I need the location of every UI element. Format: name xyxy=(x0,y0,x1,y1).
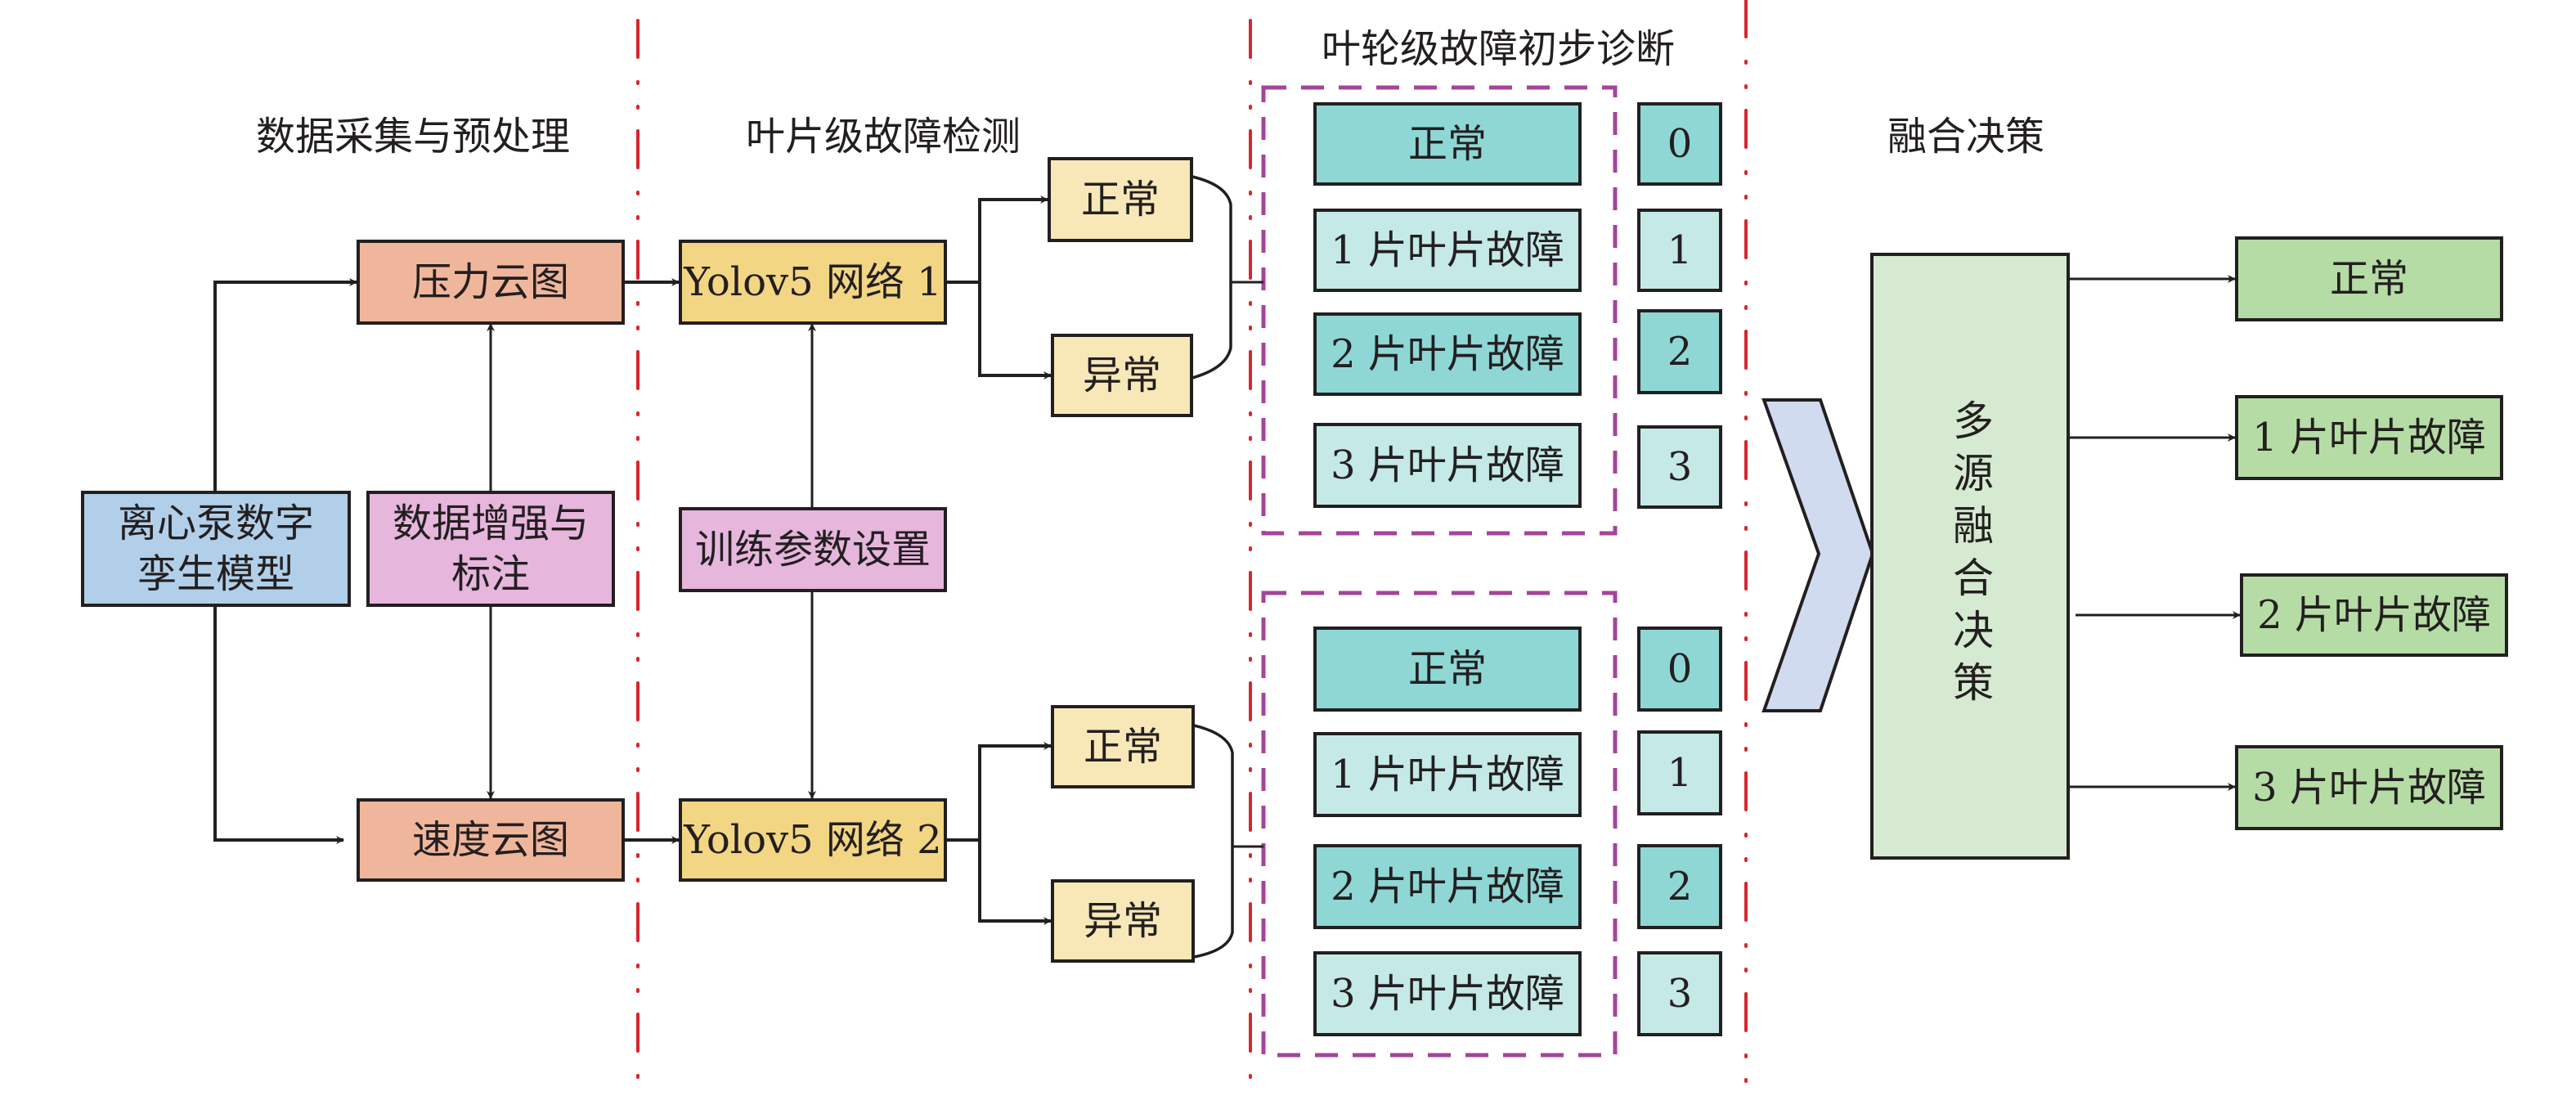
diagnosis-group-2-frame xyxy=(1261,591,1618,1058)
group1-code-2: 2 xyxy=(1637,309,1722,394)
pressure-map-box: 压力云图 xyxy=(357,240,625,325)
output-2-blades: 2 片叶片故障 xyxy=(2240,573,2508,657)
arrow-yolo1-to-abnormal xyxy=(978,282,1052,380)
output-3-blades: 3 片叶片故障 xyxy=(2235,745,2503,830)
group1-code-1: 1 xyxy=(1637,209,1722,292)
group2-code-2: 2 xyxy=(1637,844,1722,929)
group1-state-2-blades: 2 片叶片故障 xyxy=(1313,312,1582,396)
training-params-box: 训练参数设置 xyxy=(679,507,947,592)
group2-state-normal: 正常 xyxy=(1313,627,1582,712)
group1-state-normal: 正常 xyxy=(1313,102,1582,186)
chevron-arrow-icon xyxy=(1761,398,1875,712)
group2-state-2-blades: 2 片叶片故障 xyxy=(1313,844,1582,929)
arrow-twin-to-pressure xyxy=(213,278,357,491)
output-normal: 正常 xyxy=(2235,236,2503,321)
group1-code-0: 0 xyxy=(1637,102,1722,186)
branch-2-abnormal-box: 异常 xyxy=(1051,879,1195,963)
group2-code-0: 0 xyxy=(1637,627,1722,712)
branch-1-normal-box: 正常 xyxy=(1048,157,1193,242)
diagnosis-groups xyxy=(1261,85,1618,1058)
group2-state-1-blade: 1 片叶片故障 xyxy=(1313,732,1582,817)
stage-title-fusion: 融合决策 xyxy=(1887,114,2045,159)
velocity-map-box: 速度云图 xyxy=(357,798,625,882)
yolo-network-1-box: Yolov5 网络 1 xyxy=(679,240,947,325)
yolo-network-2-box: Yolov5 网络 2 xyxy=(679,798,947,882)
group2-code-1: 1 xyxy=(1637,730,1722,815)
arrow-twin-to-velocity xyxy=(213,606,344,844)
bracket-group-1 xyxy=(1192,175,1232,380)
group1-state-3-blades: 3 片叶片故障 xyxy=(1313,423,1582,508)
group1-state-1-blade: 1 片叶片故障 xyxy=(1313,209,1582,292)
group2-code-3: 3 xyxy=(1637,951,1722,1036)
bracket-group-2 xyxy=(1193,724,1234,959)
branch-2-normal-box: 正常 xyxy=(1051,705,1195,788)
stage-title-blade-detection: 叶片级故障检测 xyxy=(745,114,1021,159)
arrow-yolo1-to-normal xyxy=(946,195,1048,284)
augment-box: 数据增强与标注 xyxy=(366,491,615,607)
stage-title-impeller-diagnosis: 叶轮级故障初步诊断 xyxy=(1321,26,1676,72)
arrow-yolo2-to-abnormal xyxy=(978,840,1052,925)
output-1-blade: 1 片叶片故障 xyxy=(2235,395,2503,480)
branch-1-abnormal-box: 异常 xyxy=(1051,334,1193,417)
group2-state-3-blades: 3 片叶片故障 xyxy=(1313,951,1582,1036)
arrow-yolo2-to-normal xyxy=(946,742,1052,842)
twin-model-box: 离心泵数字孪生模型 xyxy=(81,491,351,607)
stage-title-acquisition: 数据采集与预处理 xyxy=(255,114,571,159)
diagnosis-group-1-frame xyxy=(1261,85,1618,536)
stage-dividers xyxy=(636,0,1748,1096)
group1-code-3: 3 xyxy=(1637,425,1722,509)
fusion-decision-box: 多源融合决策 xyxy=(1870,253,2070,860)
